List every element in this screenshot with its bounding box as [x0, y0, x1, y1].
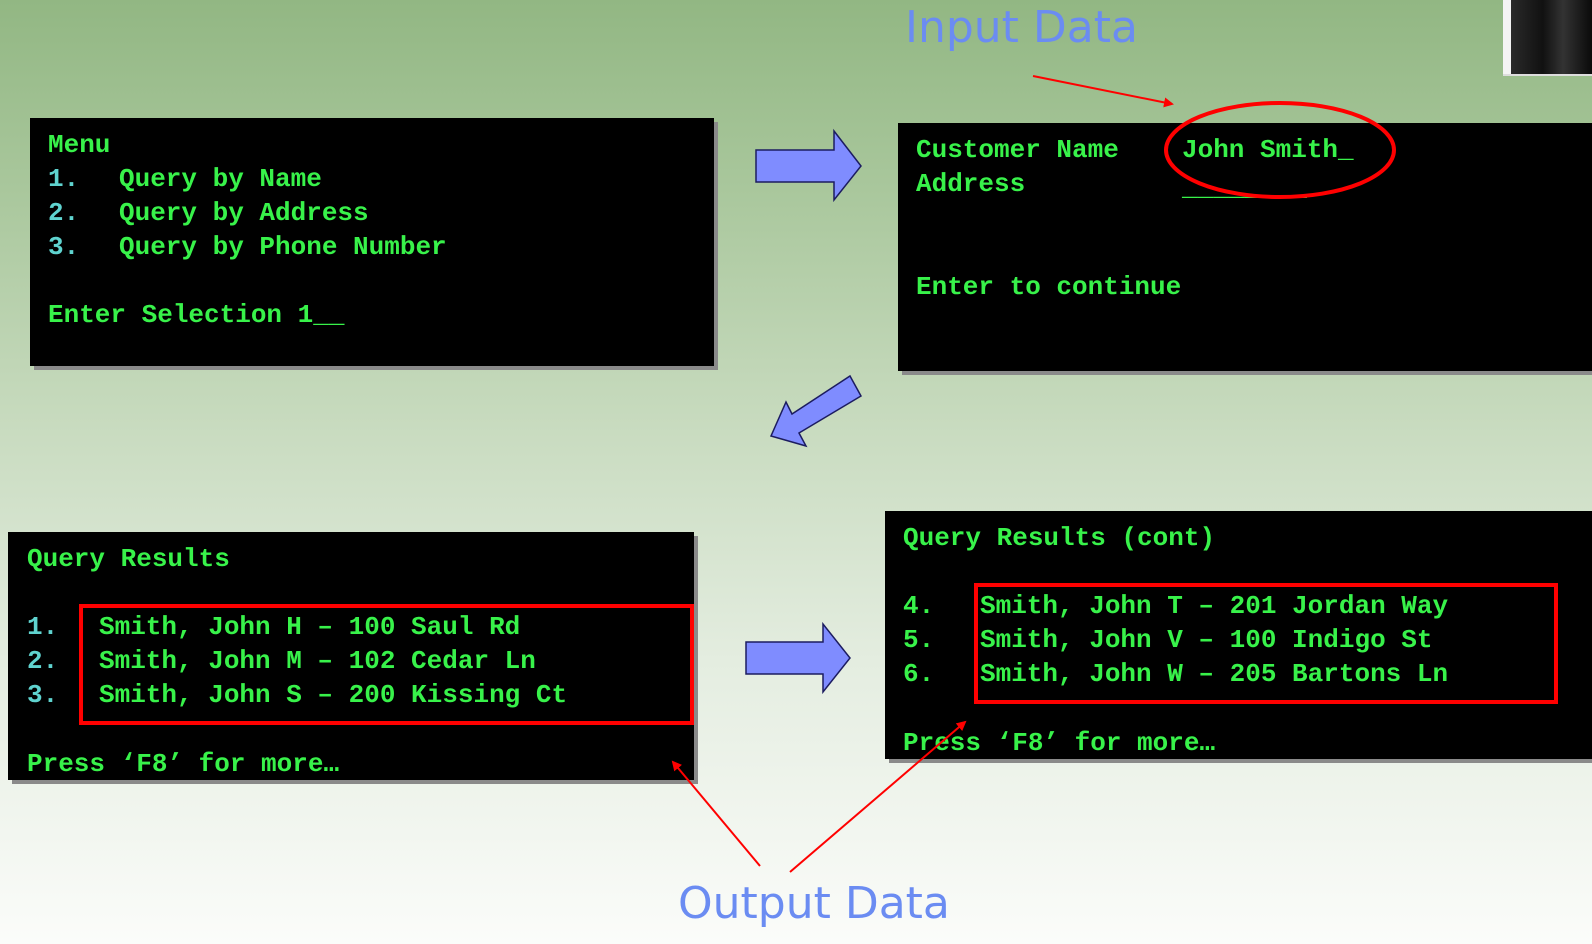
- result-row: Smith, John S – 200 Kissing Ct: [99, 680, 568, 710]
- results-cont-title: Query Results (cont): [903, 523, 1216, 553]
- result-number: 1.: [27, 612, 59, 642]
- menu-item-query-by-address: Query by Address: [119, 198, 369, 228]
- output-data-caption: Output Data: [678, 878, 950, 929]
- selection-prompt: Enter Selection 1__: [48, 300, 345, 330]
- result-number: 6.: [903, 659, 935, 689]
- corner-image-fragment: [1503, 0, 1592, 76]
- result-number: 2.: [27, 646, 59, 676]
- result-row: Smith, John H – 100 Saul Rd: [99, 612, 521, 642]
- result-row: Smith, John M – 102 Cedar Ln: [99, 646, 536, 676]
- more-prompt: Press ‘F8’ for more…: [27, 749, 340, 779]
- customer-input-screen: Customer Name John Smith_ Address ______…: [898, 123, 1592, 371]
- customer-name-value: John Smith_: [1182, 135, 1354, 165]
- menu-item-number: 3.: [48, 232, 80, 262]
- input-data-caption: Input Data: [905, 2, 1138, 53]
- menu-item-number: 1.: [48, 164, 80, 194]
- output-pointer-line: [789, 720, 967, 873]
- flow-arrow-down-left-icon: [769, 374, 863, 448]
- query-results-screen: Query Results 1. Smith, John H – 100 Sau…: [8, 532, 694, 780]
- result-row: Smith, John V – 100 Indigo St: [980, 625, 1433, 655]
- result-number: 4.: [903, 591, 935, 621]
- result-number: 5.: [903, 625, 935, 655]
- output-pointer-line: [671, 760, 761, 867]
- menu-item-query-by-name: Query by Name: [119, 164, 322, 194]
- flow-arrow-right-icon: [745, 621, 851, 695]
- customer-name-label: Customer Name: [916, 135, 1119, 165]
- address-label: Address: [916, 169, 1026, 199]
- menu-screen: Menu 1. Query by Name 2. Query by Addres…: [30, 118, 714, 366]
- query-results-cont-screen: Query Results (cont) 4. Smith, John T – …: [885, 511, 1592, 759]
- continue-prompt: Enter to continue: [916, 272, 1182, 302]
- result-number: 3.: [27, 680, 59, 710]
- input-highlight-ellipse: [1164, 101, 1396, 199]
- output-highlight-box: [79, 604, 694, 725]
- results-title: Query Results: [27, 544, 230, 574]
- result-row: Smith, John W – 205 Bartons Ln: [980, 659, 1449, 689]
- input-pointer-line: [1032, 75, 1174, 108]
- flow-arrow-right-icon: [755, 128, 862, 203]
- menu-item-query-by-phone: Query by Phone Number: [119, 232, 447, 262]
- output-highlight-box: [974, 583, 1558, 704]
- menu-title: Menu: [48, 130, 111, 160]
- result-row: Smith, John T – 201 Jordan Way: [980, 591, 1449, 621]
- menu-item-number: 2.: [48, 198, 80, 228]
